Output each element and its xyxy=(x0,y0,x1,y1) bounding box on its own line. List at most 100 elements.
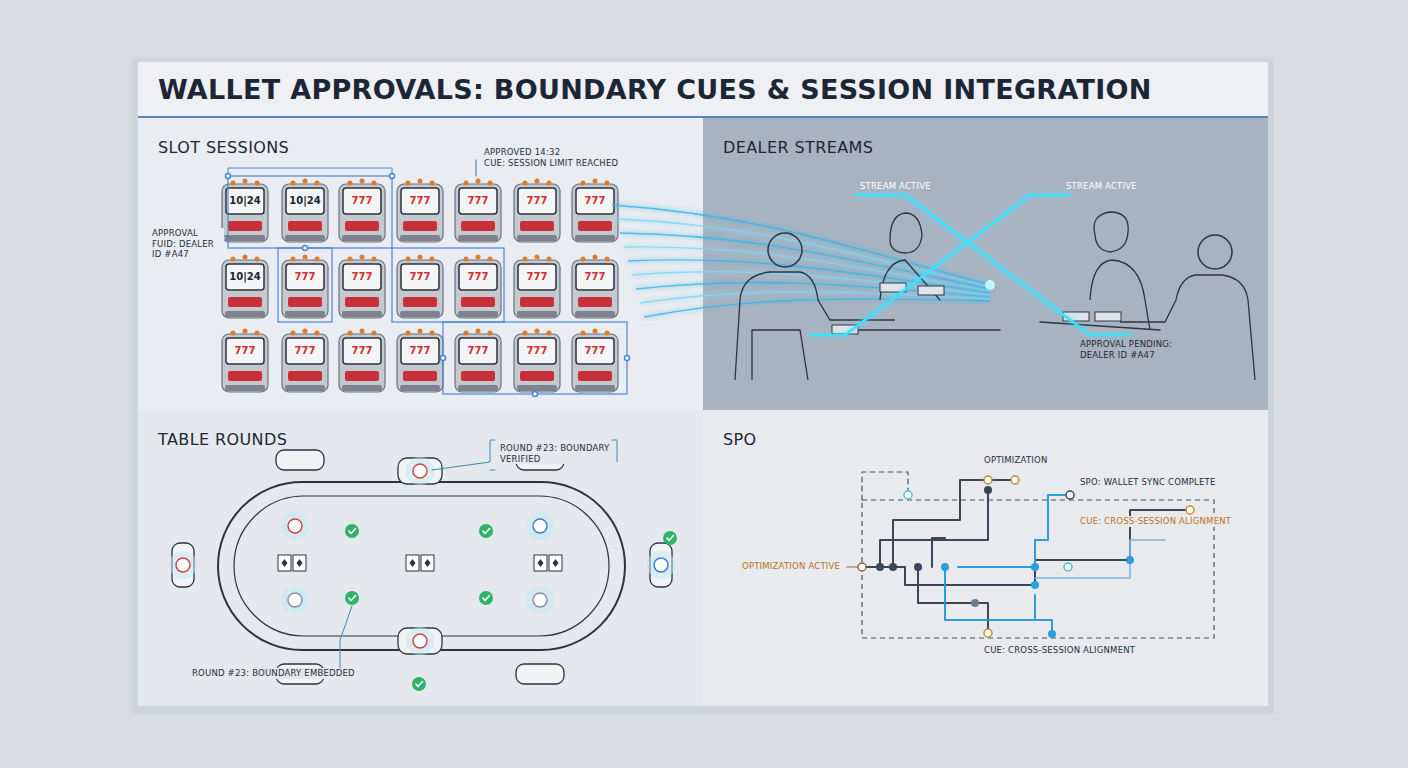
slot-lamp xyxy=(255,181,260,186)
slot-lamp xyxy=(464,331,469,336)
slot-cabinet xyxy=(222,260,268,318)
selection-handle xyxy=(441,356,446,361)
figure-head xyxy=(768,233,802,267)
slot-base xyxy=(458,385,498,391)
slot-lamp xyxy=(406,257,411,262)
callout-label: SPO: WALLET SYNC COMPLETE xyxy=(1078,477,1217,488)
selection-box xyxy=(443,322,627,394)
panel: DEALER STREAMS xyxy=(703,118,1268,410)
wire xyxy=(1035,540,1165,578)
slot-lamp xyxy=(535,329,540,334)
circuit-node xyxy=(984,486,992,494)
slot-screen xyxy=(459,264,497,290)
check-badge xyxy=(663,531,677,545)
slot-screen xyxy=(286,188,324,214)
stream-line xyxy=(855,195,1130,335)
reel-readout: 777 xyxy=(344,345,380,357)
slot-base xyxy=(342,235,382,241)
panel-ground xyxy=(138,410,703,706)
check-badge xyxy=(479,591,493,605)
slot-lamp xyxy=(605,181,610,186)
callout-label: CUE: SESSION LIMIT REACHED xyxy=(482,158,620,169)
playing-card xyxy=(278,555,291,571)
slot-cabinet xyxy=(222,334,268,392)
selection-box xyxy=(392,248,504,322)
slot-screen xyxy=(343,338,381,364)
slot-base xyxy=(285,235,325,241)
title-rule xyxy=(138,116,1268,118)
chip xyxy=(176,558,190,572)
circuit-node xyxy=(904,491,912,499)
slot-screen xyxy=(226,188,264,214)
slot-button xyxy=(345,297,379,307)
slot-lamp xyxy=(488,257,493,262)
slot-lamp xyxy=(303,329,308,334)
slot-lamp xyxy=(464,181,469,186)
slot-screen xyxy=(226,338,264,364)
slot-cabinet xyxy=(455,334,501,392)
suit-mark xyxy=(553,559,559,567)
playing-card xyxy=(293,555,306,571)
suit-mark xyxy=(297,559,303,567)
circuit-node xyxy=(984,629,992,637)
slot-cabinet xyxy=(572,334,618,392)
reel-readout: 777 xyxy=(402,195,438,207)
circuit-node xyxy=(1186,506,1194,514)
slot-lamp xyxy=(291,181,296,186)
callout-label: APPROVED 14:32 xyxy=(482,147,562,158)
circuit-node xyxy=(1126,556,1134,564)
slot-cabinet xyxy=(572,260,618,318)
slot-lamp xyxy=(348,181,353,186)
slot-button xyxy=(228,221,262,231)
slot-lamp xyxy=(523,181,528,186)
selection-box xyxy=(278,248,332,322)
slot-lamp xyxy=(406,181,411,186)
reel-readout: 777 xyxy=(344,195,380,207)
card-group xyxy=(1095,312,1121,321)
chair xyxy=(516,664,564,684)
slot-lamp xyxy=(348,257,353,262)
leader-line xyxy=(340,606,352,668)
slot-lamp xyxy=(315,331,320,336)
panel: TABLE ROUNDS xyxy=(138,410,703,706)
slot-lamp xyxy=(255,331,260,336)
slot-base xyxy=(342,311,382,317)
slot-screen xyxy=(518,338,556,364)
slot-lamp xyxy=(593,255,598,260)
selection-handle xyxy=(533,392,538,397)
slot-screen xyxy=(459,188,497,214)
slot-lamp xyxy=(547,181,552,186)
stream-line xyxy=(810,195,1070,335)
check-badge xyxy=(345,591,359,605)
table-edge xyxy=(1040,322,1160,330)
slot-button xyxy=(403,297,437,307)
reel-readout: 777 xyxy=(519,345,555,357)
slot-screen xyxy=(576,264,614,290)
chair xyxy=(398,458,442,484)
slot-cabinet xyxy=(397,260,443,318)
chip xyxy=(413,464,427,478)
reel-readout: 777 xyxy=(460,195,496,207)
slot-lamp xyxy=(523,257,528,262)
slot-base xyxy=(400,311,440,317)
slot-lamp xyxy=(581,331,586,336)
slot-lamp xyxy=(476,329,481,334)
check-mark xyxy=(349,529,356,534)
slot-lamp xyxy=(348,331,353,336)
slot-base xyxy=(575,311,615,317)
reel-readout: 777 xyxy=(577,271,613,283)
slot-lamp xyxy=(315,181,320,186)
chair xyxy=(276,450,324,470)
chip xyxy=(288,593,302,607)
slot-base xyxy=(575,385,615,391)
slot-lamp xyxy=(231,257,236,262)
slot-lamp xyxy=(406,331,411,336)
panel-heading: TABLE ROUNDS xyxy=(158,430,287,449)
slot-cabinet xyxy=(455,184,501,242)
playing-card xyxy=(549,555,562,571)
chip-glow xyxy=(406,627,434,655)
slot-cabinet xyxy=(514,184,560,242)
reel-readout: 777 xyxy=(460,271,496,283)
circuit-node xyxy=(1031,581,1039,589)
slot-lamp xyxy=(535,255,540,260)
